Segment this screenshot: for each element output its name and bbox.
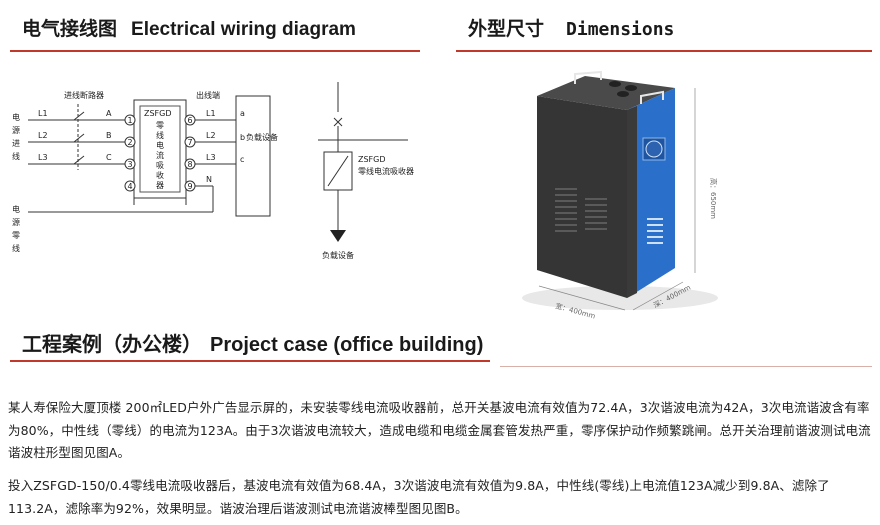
neutral-char-1: 电 <box>12 204 20 214</box>
device-desc-6: 收 <box>156 170 164 180</box>
wiring-title-en: Electrical wiring diagram <box>131 19 356 40</box>
terminal-9: 9 <box>187 182 192 191</box>
wiring-title-cn: 电气接线图 <box>22 18 118 40</box>
phase-label-b: B <box>106 131 112 140</box>
load-terminal-c: c <box>240 155 244 164</box>
load-device-label: 负载设备 <box>246 132 278 142</box>
device-desc-1: 零 <box>156 121 164 130</box>
power-in-char-2: 源 <box>12 126 20 135</box>
out-line-l2: L2 <box>206 131 216 140</box>
terminal-8: 8 <box>187 160 192 169</box>
phase-label-c: C <box>106 153 112 162</box>
wiring-title-rule <box>10 50 420 52</box>
neutral-char-4: 线 <box>12 243 20 253</box>
line-label-l2: L2 <box>38 131 48 140</box>
terminal-7: 7 <box>187 138 192 147</box>
schematic-load-label: 负载设备 <box>322 250 354 260</box>
phase-label-a: A <box>106 109 112 118</box>
breaker-label: 进线断路器 <box>64 90 104 100</box>
load-terminal-b: b <box>240 133 245 142</box>
terminal-6: 6 <box>187 116 192 125</box>
device-desc-7: 器 <box>156 181 164 190</box>
case-title-en: Project case (office building) <box>210 334 484 356</box>
dimensions-title-cn: 外型尺寸 <box>468 18 545 40</box>
case-title-rule <box>10 360 490 362</box>
wiring-section-title: 电气接线图 Electrical wiring diagram <box>22 14 356 41</box>
case-paragraph-before: 某人寿保险大厦顶楼 200㎡LED户外广告显示屏的，未安装零线电流吸收器前，总开… <box>8 400 871 460</box>
out-line-l3: L3 <box>206 153 216 162</box>
case-paragraph-after: 投入ZSFGD-150/0.4零线电流吸收器后，基波电流有效值为68.4A，3次… <box>8 478 830 516</box>
schematic-device-desc: 零线电流吸收器 <box>358 166 414 176</box>
out-line-l1: L1 <box>206 109 216 118</box>
case-title-rule-extension <box>500 366 872 367</box>
dimension-height: 高：650mm <box>709 178 718 219</box>
terminal-1: 1 <box>127 116 132 125</box>
power-in-char-3: 进 <box>12 139 20 148</box>
line-label-l1: L1 <box>38 109 48 118</box>
product-cabinet-illustration: 高：650mm 宽：400mm 深：400mm <box>522 70 718 321</box>
device-desc-5: 吸 <box>156 161 164 170</box>
dimensions-title-en: Dimensions <box>566 19 675 40</box>
dimensions-title-rule <box>456 50 872 52</box>
device-desc-4: 流 <box>156 150 164 160</box>
wiring-diagram: 1 2 3 4 6 7 8 9 电 源 进 线 电 源 零 线 进线断路器 L1… <box>12 82 414 260</box>
line-label-l3: L3 <box>38 153 48 162</box>
load-terminal-a: a <box>240 109 245 118</box>
case-title-cn: 工程案例（办公楼） <box>22 332 202 356</box>
device-desc-3: 电 <box>156 140 164 150</box>
power-in-char-1: 电 <box>12 112 20 122</box>
device-name: ZSFGD <box>144 109 172 118</box>
neutral-char-2: 源 <box>12 218 20 227</box>
schematic-device-name: ZSFGD <box>358 155 386 164</box>
terminal-3: 3 <box>127 160 132 169</box>
outlet-label: 出线端 <box>196 90 220 100</box>
terminal-2: 2 <box>127 138 132 147</box>
neutral-char-3: 零 <box>12 231 20 240</box>
case-section-title: 工程案例（办公楼） Project case (office building) <box>22 328 483 357</box>
terminal-4: 4 <box>127 182 132 191</box>
dimensions-section-title: 外型尺寸 Dimensions <box>468 14 674 41</box>
power-in-char-4: 线 <box>12 151 20 161</box>
device-desc-2: 线 <box>156 130 164 140</box>
out-line-n: N <box>206 175 212 184</box>
